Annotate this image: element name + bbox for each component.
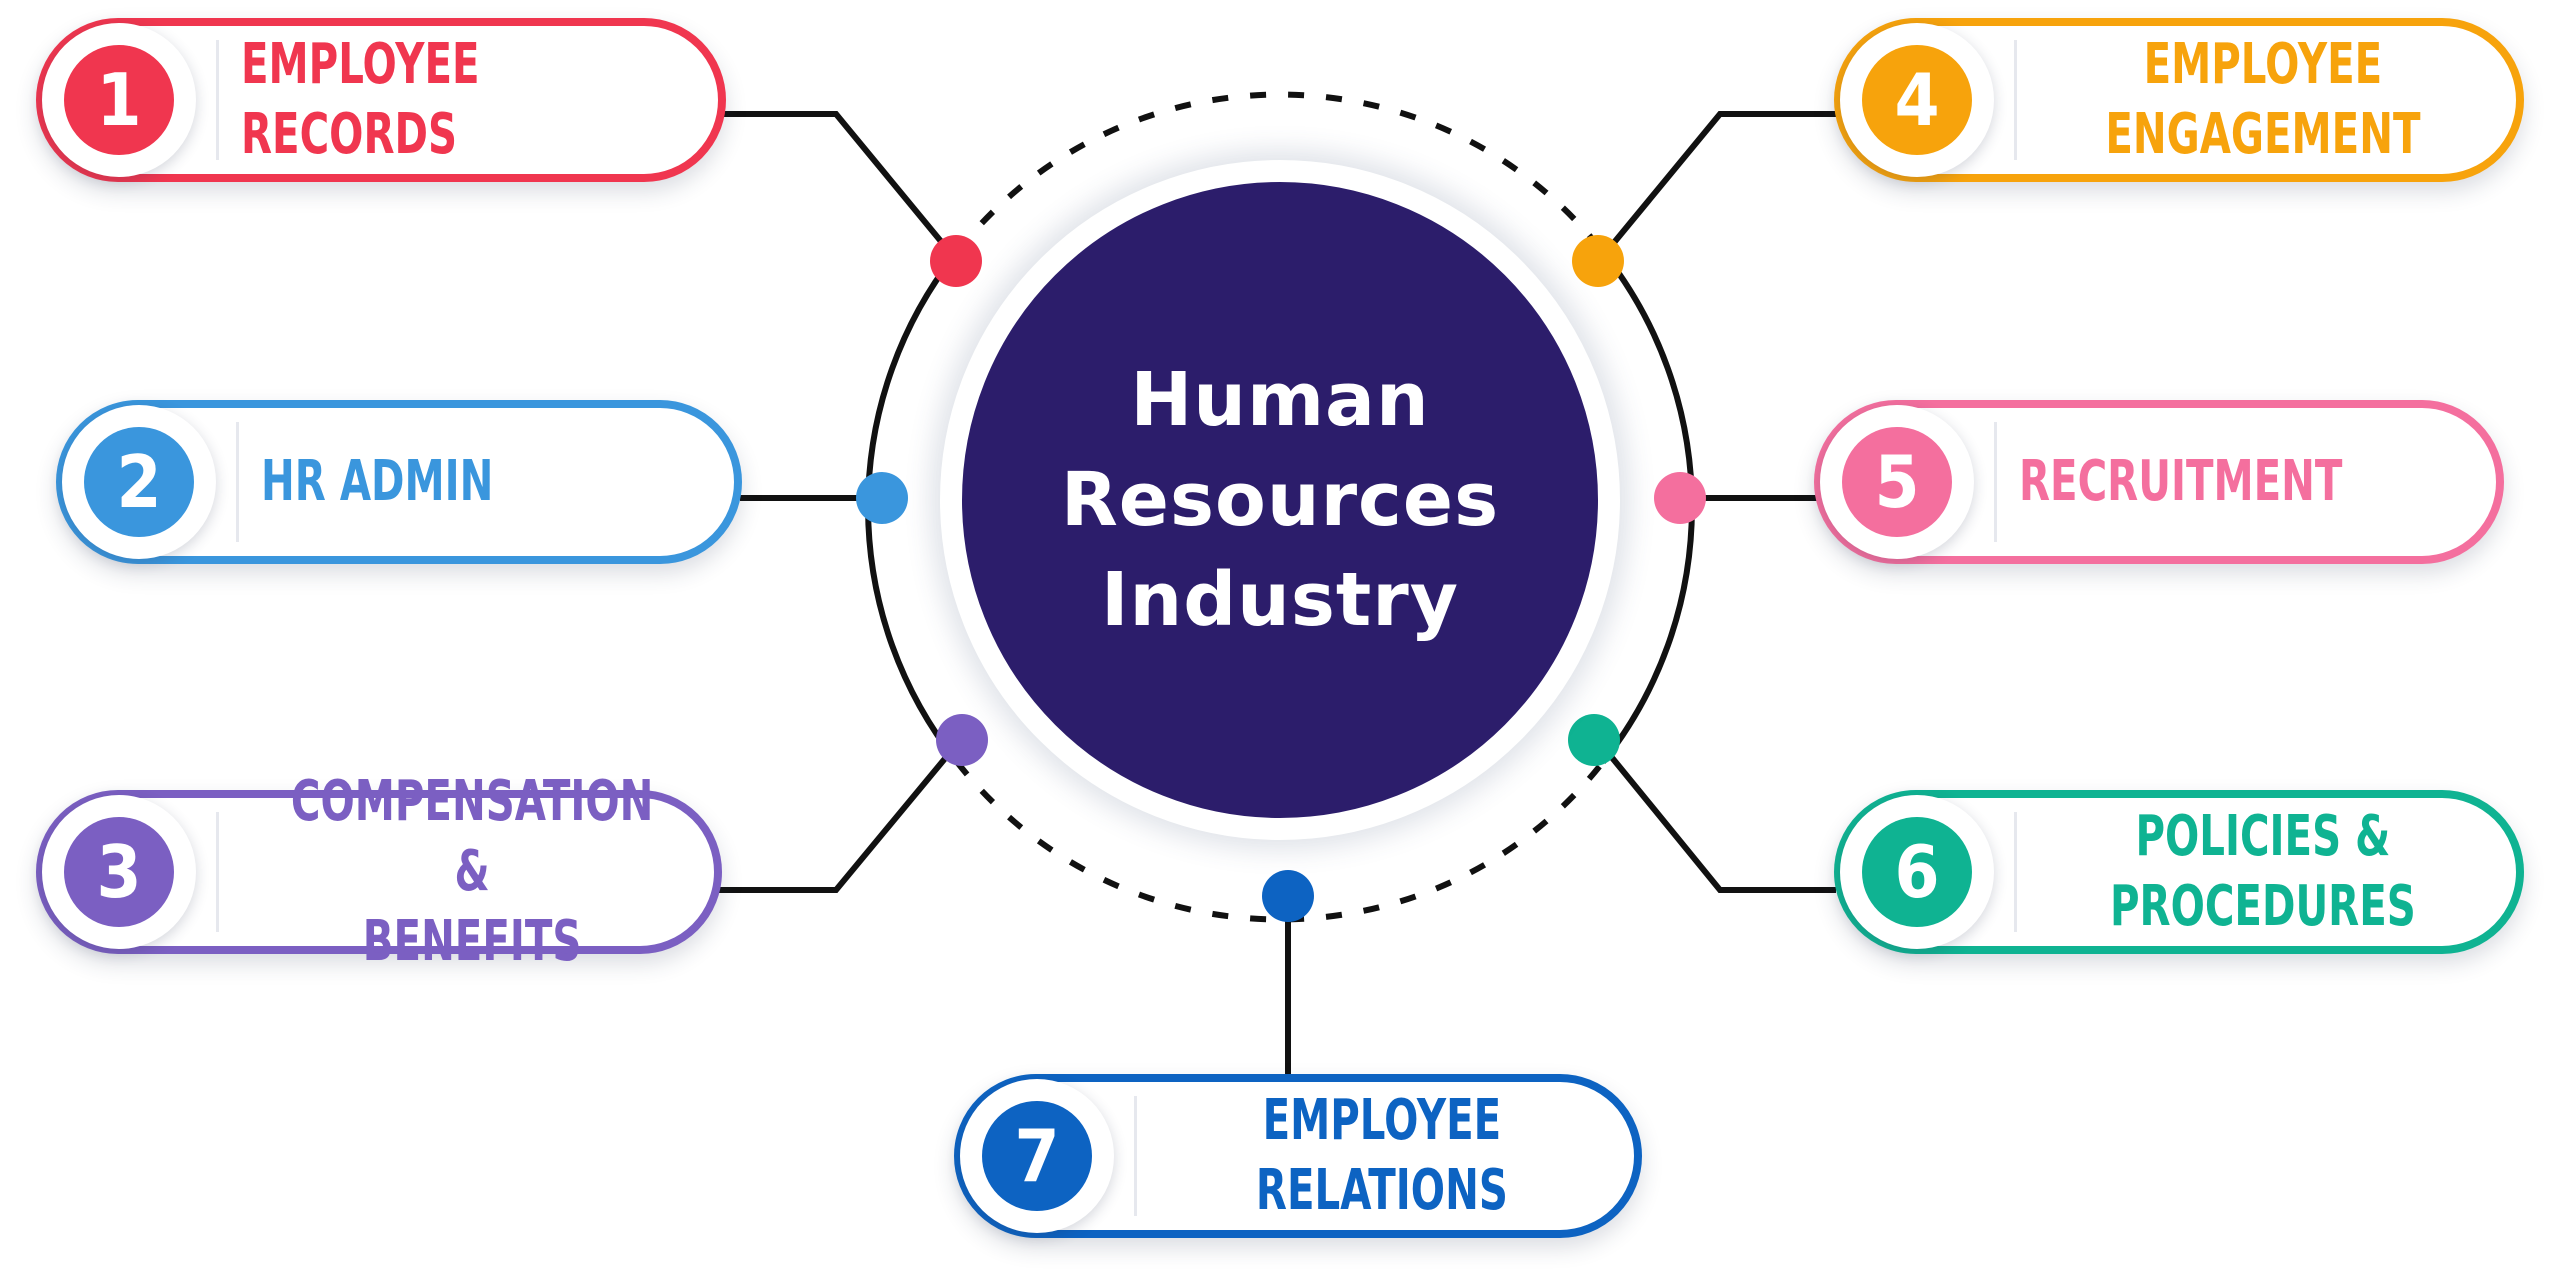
connector-line-6 bbox=[1593, 736, 1836, 893]
item-label: EMPLOYEE RECORDS bbox=[241, 32, 480, 167]
connector-dot-2 bbox=[856, 472, 908, 524]
connector-dot-7 bbox=[1262, 870, 1314, 922]
connector-line-1 bbox=[722, 111, 961, 264]
hub-title: Human Resources Industry bbox=[1060, 357, 1500, 643]
item-card-7: 7 EMPLOYEE RELATIONS bbox=[954, 1074, 1642, 1238]
item-card-4: 4 EMPLOYEE ENGAGEMENT bbox=[1834, 18, 2524, 182]
central-hub-circle: Human Resources Industry bbox=[940, 160, 1620, 840]
number-badge-ring: 2 bbox=[62, 405, 216, 559]
connector-dot-6 bbox=[1568, 714, 1620, 766]
number-badge-ring: 4 bbox=[1840, 23, 1994, 177]
item-label: POLICIES & PROCEDURES bbox=[2109, 804, 2416, 939]
number-badge: 5 bbox=[1842, 427, 1952, 537]
number-badge: 1 bbox=[64, 45, 174, 155]
item-card-2: 2 HR ADMIN bbox=[56, 400, 742, 564]
item-label: COMPENSATION & BENEFITS bbox=[290, 769, 654, 974]
item-label: EMPLOYEE RELATIONS bbox=[1255, 1088, 1508, 1223]
number-badge: 4 bbox=[1862, 45, 1972, 155]
item-label: RECRUITMENT bbox=[2019, 449, 2343, 514]
connector-dot-4 bbox=[1572, 235, 1624, 287]
number-badge-ring: 1 bbox=[42, 23, 196, 177]
number-badge: 2 bbox=[84, 427, 194, 537]
item-label: EMPLOYEE ENGAGEMENT bbox=[2105, 32, 2421, 167]
number-badge-ring: 6 bbox=[1840, 795, 1994, 949]
card-divider bbox=[2014, 40, 2017, 160]
connector-dot-3 bbox=[936, 714, 988, 766]
card-divider bbox=[216, 40, 219, 160]
item-card-1: 1 EMPLOYEE RECORDS bbox=[36, 18, 726, 182]
connector-dot-5 bbox=[1654, 472, 1706, 524]
number-badge-ring: 7 bbox=[960, 1079, 1114, 1233]
item-card-3: 3 COMPENSATION & BENEFITS bbox=[36, 769, 722, 974]
item-card-5: 5 RECRUITMENT bbox=[1814, 400, 2504, 564]
item-label: HR ADMIN bbox=[261, 449, 494, 514]
card-divider bbox=[236, 422, 239, 542]
card-divider bbox=[2014, 812, 2017, 932]
number-badge-ring: 5 bbox=[1820, 405, 1974, 559]
item-card-6: 6 POLICIES & PROCEDURES bbox=[1834, 790, 2524, 954]
number-badge-ring: 3 bbox=[42, 795, 196, 949]
number-badge: 3 bbox=[64, 817, 174, 927]
card-divider bbox=[1994, 422, 1997, 542]
card-divider bbox=[216, 812, 219, 932]
card-divider bbox=[1134, 1096, 1137, 1216]
connector-dot-1 bbox=[930, 235, 982, 287]
number-badge: 7 bbox=[982, 1101, 1092, 1211]
connector-line-4 bbox=[1595, 111, 1836, 264]
number-badge: 6 bbox=[1862, 817, 1972, 927]
connector-line-3 bbox=[716, 736, 965, 893]
